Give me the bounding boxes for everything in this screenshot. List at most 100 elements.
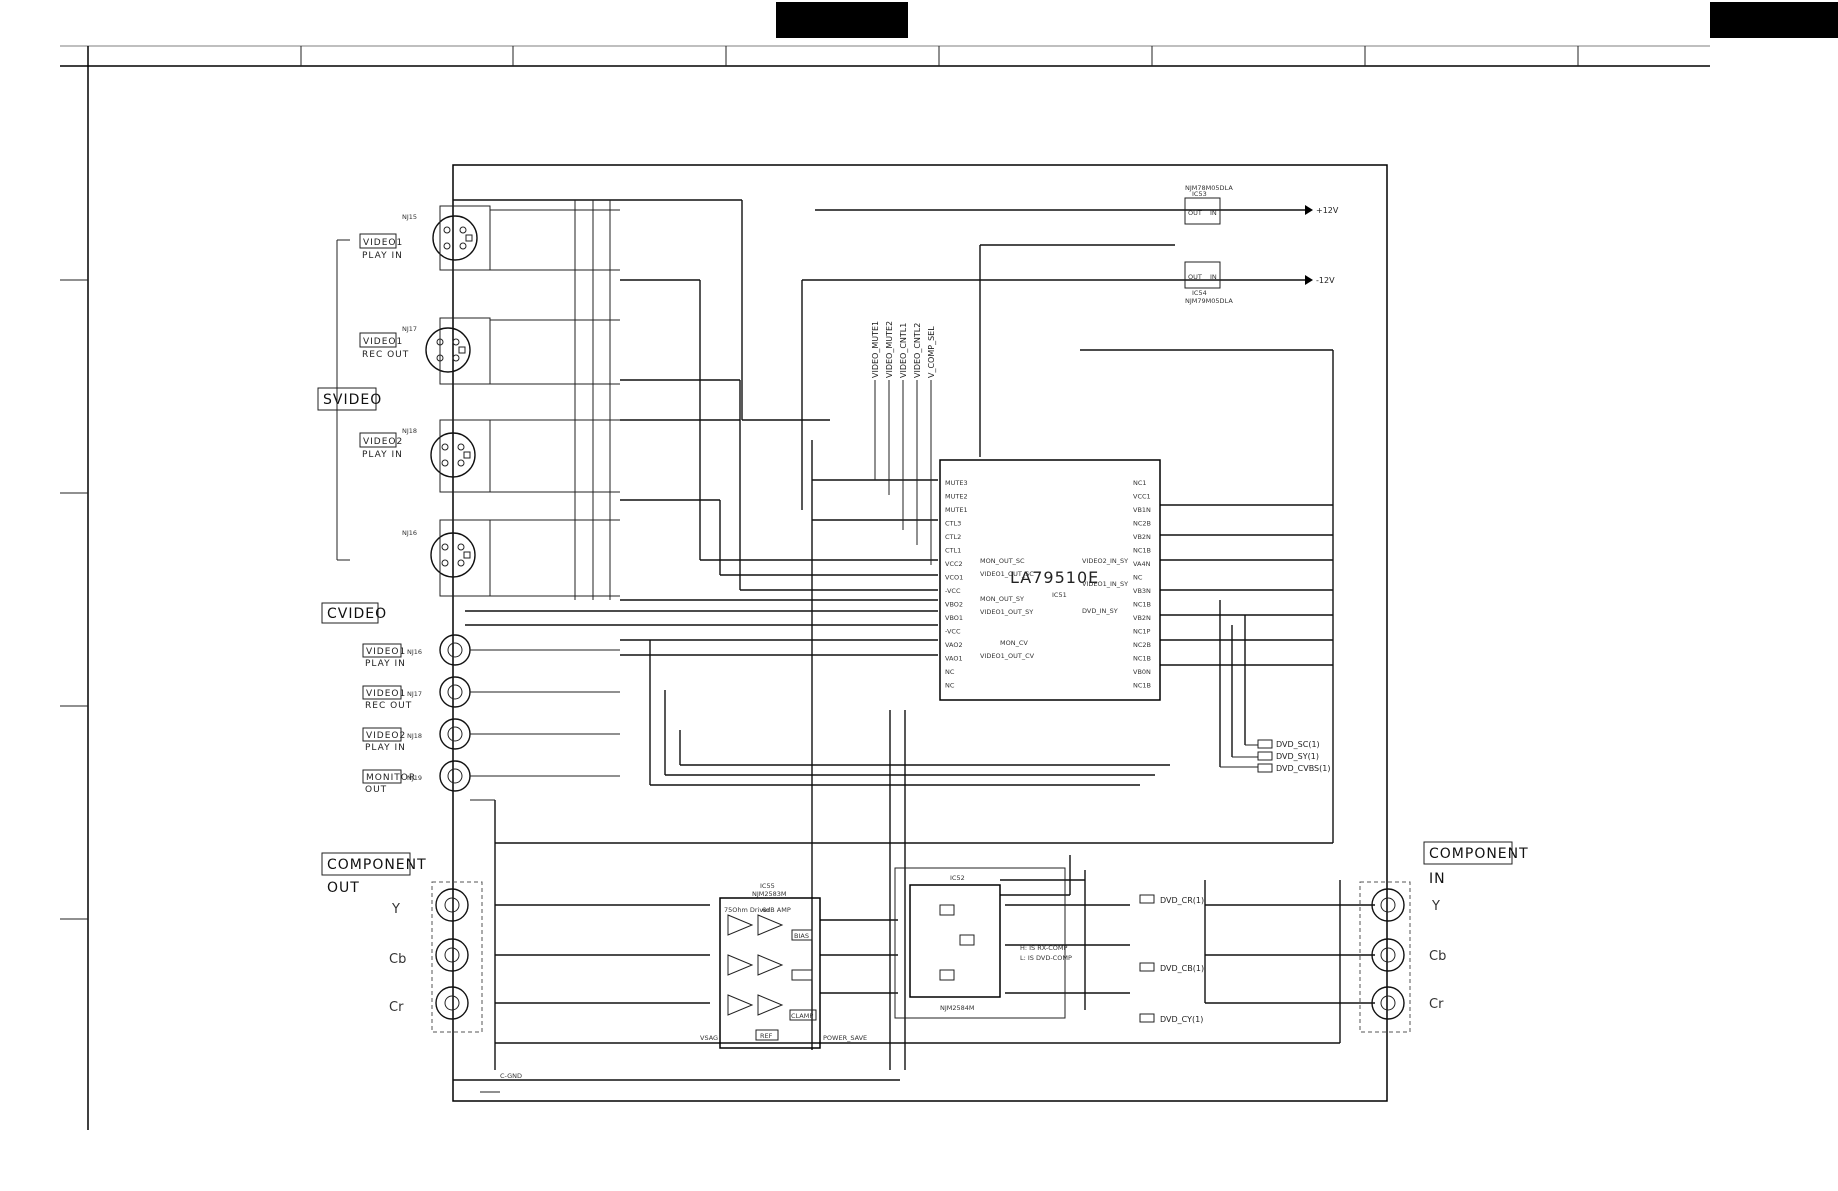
svg-text:IN: IN <box>1210 273 1217 281</box>
ic51-left-pin-2: MUTE2 <box>945 493 968 501</box>
ic51-right-pin-6: NC1B <box>1133 547 1151 555</box>
component-out-ch-cr: Cr <box>389 1000 404 1015</box>
header-tab-right <box>1710 2 1838 38</box>
component-out-group-sub: OUT <box>327 880 360 896</box>
ic51-left-pin-6: CTL1 <box>945 547 961 555</box>
dvd-comp-cy: DVD_CY(1) <box>1160 1015 1203 1024</box>
svideo-group-label: SVIDEO <box>323 392 382 408</box>
component-out-section: COMPONENT OUT Y Cb Cr <box>321 852 483 1033</box>
control-line-1: VIDEO_MUTE1 <box>871 321 880 378</box>
svideo-jack3-ref: NJ18 <box>402 427 417 435</box>
component-in-ch-cb: Cb <box>1429 949 1446 964</box>
minus12v-rail-label: -12V <box>1316 276 1335 285</box>
ic55: IC55 NJM2583M BIAS CLAMP REF 75Ohm Drive… <box>700 882 867 1049</box>
ic55-block-ref: REF <box>760 1032 773 1040</box>
svideo-jack1-ref: NJ15 <box>402 213 417 221</box>
cvideo-jack3-icon <box>439 718 471 750</box>
ic51-inner-label-8: VIDEO1_IN_SY <box>1082 580 1128 588</box>
dvd-component-lines: DVD_CR(1) DVD_CB(1) DVD_CY(1) <box>1139 894 1204 1024</box>
dvd-input-lines: DVD_SC(1) DVD_SY(1) DVD_CVBS(1) <box>1220 739 1330 773</box>
dvd-line-sc: DVD_SC(1) <box>1276 740 1320 749</box>
ic55-block-bias: BIAS <box>794 932 809 940</box>
cvideo-jack3-ref: NJ18 <box>407 732 422 740</box>
ic51-right-pin-5: VB2N <box>1133 533 1151 541</box>
ic51-right-pin-10: NC1B <box>1133 601 1151 609</box>
cvideo-jack3-tag-box <box>362 727 402 742</box>
ic51-left-pin-labels: MUTE3MUTE2MUTE1CTL3CTL2CTL1VCC2VCO1-VCCV… <box>945 479 968 690</box>
cvideo-jack4-icon <box>439 760 471 792</box>
cvideo-jack1-icon <box>439 634 471 666</box>
cvideo-jack2-sub: REC OUT <box>365 701 412 711</box>
ic55-part: NJM2583M <box>752 890 787 898</box>
cvideo-jack1-tag: VIDEO1 <box>366 647 406 657</box>
ic51-left-pin-11: VBO1 <box>945 614 963 622</box>
ic51-inner-label-5: MON_CV <box>1000 639 1028 647</box>
cvideo-section: CVIDEO VIDEO1 PLAY IN NJ16 VIDEO1 REC OU… <box>321 602 620 801</box>
control-line-5: V_COMP_SEL <box>927 326 936 378</box>
component-in-group-label: COMPONENT <box>1429 846 1529 862</box>
plus12v-rail-label: +12V <box>1316 206 1339 215</box>
ic54-part: NJM79M05DLA <box>1185 297 1233 305</box>
ic51-right-pin-16: NC1B <box>1133 682 1151 690</box>
ic51-left-pin-7: VCC2 <box>945 560 963 568</box>
component-out-jack-cr-icon <box>435 986 469 1020</box>
svideo-jack1-sub: PLAY IN <box>362 251 403 261</box>
ic51-right-pin-13: NC2B <box>1133 641 1151 649</box>
regulators: OUT IN IC53 NJM78M05DLA OUT IN IC54 NJM7… <box>1184 184 1339 305</box>
ic51-left-pin-5: CTL2 <box>945 533 961 541</box>
ic51-left-pin-14: VAO1 <box>945 655 963 663</box>
control-line-4: VIDEO_CNTL2 <box>913 323 922 378</box>
ic55-pin-vsag: VSAG <box>700 1034 718 1042</box>
cvideo-jack4-tag: MONITOR <box>366 773 416 783</box>
ic54-ref: IC54 <box>1192 289 1207 297</box>
component-in-jack-cr-icon <box>1371 986 1405 1020</box>
svg-text:IN: IN <box>1210 209 1217 217</box>
ic51-body <box>939 459 1161 701</box>
component-in-jack-cb-icon <box>1371 938 1405 972</box>
cvideo-jack4-ref: NJ19 <box>407 774 422 782</box>
cvideo-jack3-sub: PLAY IN <box>365 743 406 753</box>
plus12v-arrow-icon <box>1305 205 1313 215</box>
cvideo-group-box <box>321 602 379 624</box>
component-out-jack-cb-icon <box>435 938 469 972</box>
component-in-group-box <box>1423 841 1513 865</box>
cvideo-jack4-sub: OUT <box>365 785 387 795</box>
ic51-right-pin-7: VA4N <box>1133 560 1151 568</box>
ic52-part: NJM2584M <box>940 1004 975 1012</box>
svideo-passives <box>490 200 620 600</box>
ic55-block-driver: 75Ohm Driver <box>724 906 770 914</box>
svideo-jack2-icon <box>425 327 471 373</box>
regulator-ic53 <box>1184 197 1221 225</box>
ic53-part: NJM78M05DLA <box>1185 184 1233 192</box>
svg-text:OUT: OUT <box>1188 209 1202 217</box>
svideo-jack4-icon <box>430 532 476 578</box>
component-in-ch-cr: Cr <box>1429 997 1444 1012</box>
component-in-ch-y: Y <box>1431 899 1440 914</box>
svideo-jack1-tag: VIDEO1 <box>363 238 403 248</box>
main-ic: LA79510E IC51 MUTE3MUTE2MUTE1CTL3CTL2CTL… <box>939 459 1161 701</box>
cvideo-jack4-tag-box <box>362 769 402 784</box>
ic52-note-h: H: IS RX-COMP <box>1020 944 1068 952</box>
ic51-inner-label-1: MON_OUT_SC <box>980 557 1025 565</box>
svideo-jack1-icon <box>432 215 478 261</box>
dvd-comp-cr: DVD_CR(1) <box>1160 896 1204 905</box>
regulator-ic54 <box>1184 261 1221 289</box>
ic51-inner-label-9: DVD_IN_SY <box>1082 607 1118 615</box>
svideo-jack2-tag-box <box>359 332 397 348</box>
wiring <box>453 199 1375 1081</box>
svideo-jack3-tag-box <box>359 432 397 448</box>
ic51-left-pin-10: VBO2 <box>945 601 963 609</box>
ic51-right-pin-11: VB2N <box>1133 614 1151 622</box>
ic55-pin-power-save: POWER_SAVE <box>823 1034 867 1042</box>
cvideo-jack3-tag: VIDEO2 <box>366 731 406 741</box>
sheet-header <box>60 2 1838 1130</box>
ic52-body <box>909 884 1001 998</box>
cvideo-jack2-tag-box <box>362 685 402 700</box>
cvideo-jack1-ref: NJ16 <box>407 648 422 656</box>
control-lines: VIDEO_MUTE1 VIDEO_MUTE2 VIDEO_CNTL1 VIDE… <box>871 321 936 565</box>
cvideo-jack1-tag-box <box>362 643 402 658</box>
cvideo-jack2-tag: VIDEO1 <box>366 689 406 699</box>
ic55-block-clamp: CLAMP <box>791 1012 813 1020</box>
ic51-right-pin-8: NC <box>1133 574 1143 582</box>
cvideo-group-label: CVIDEO <box>327 606 387 622</box>
